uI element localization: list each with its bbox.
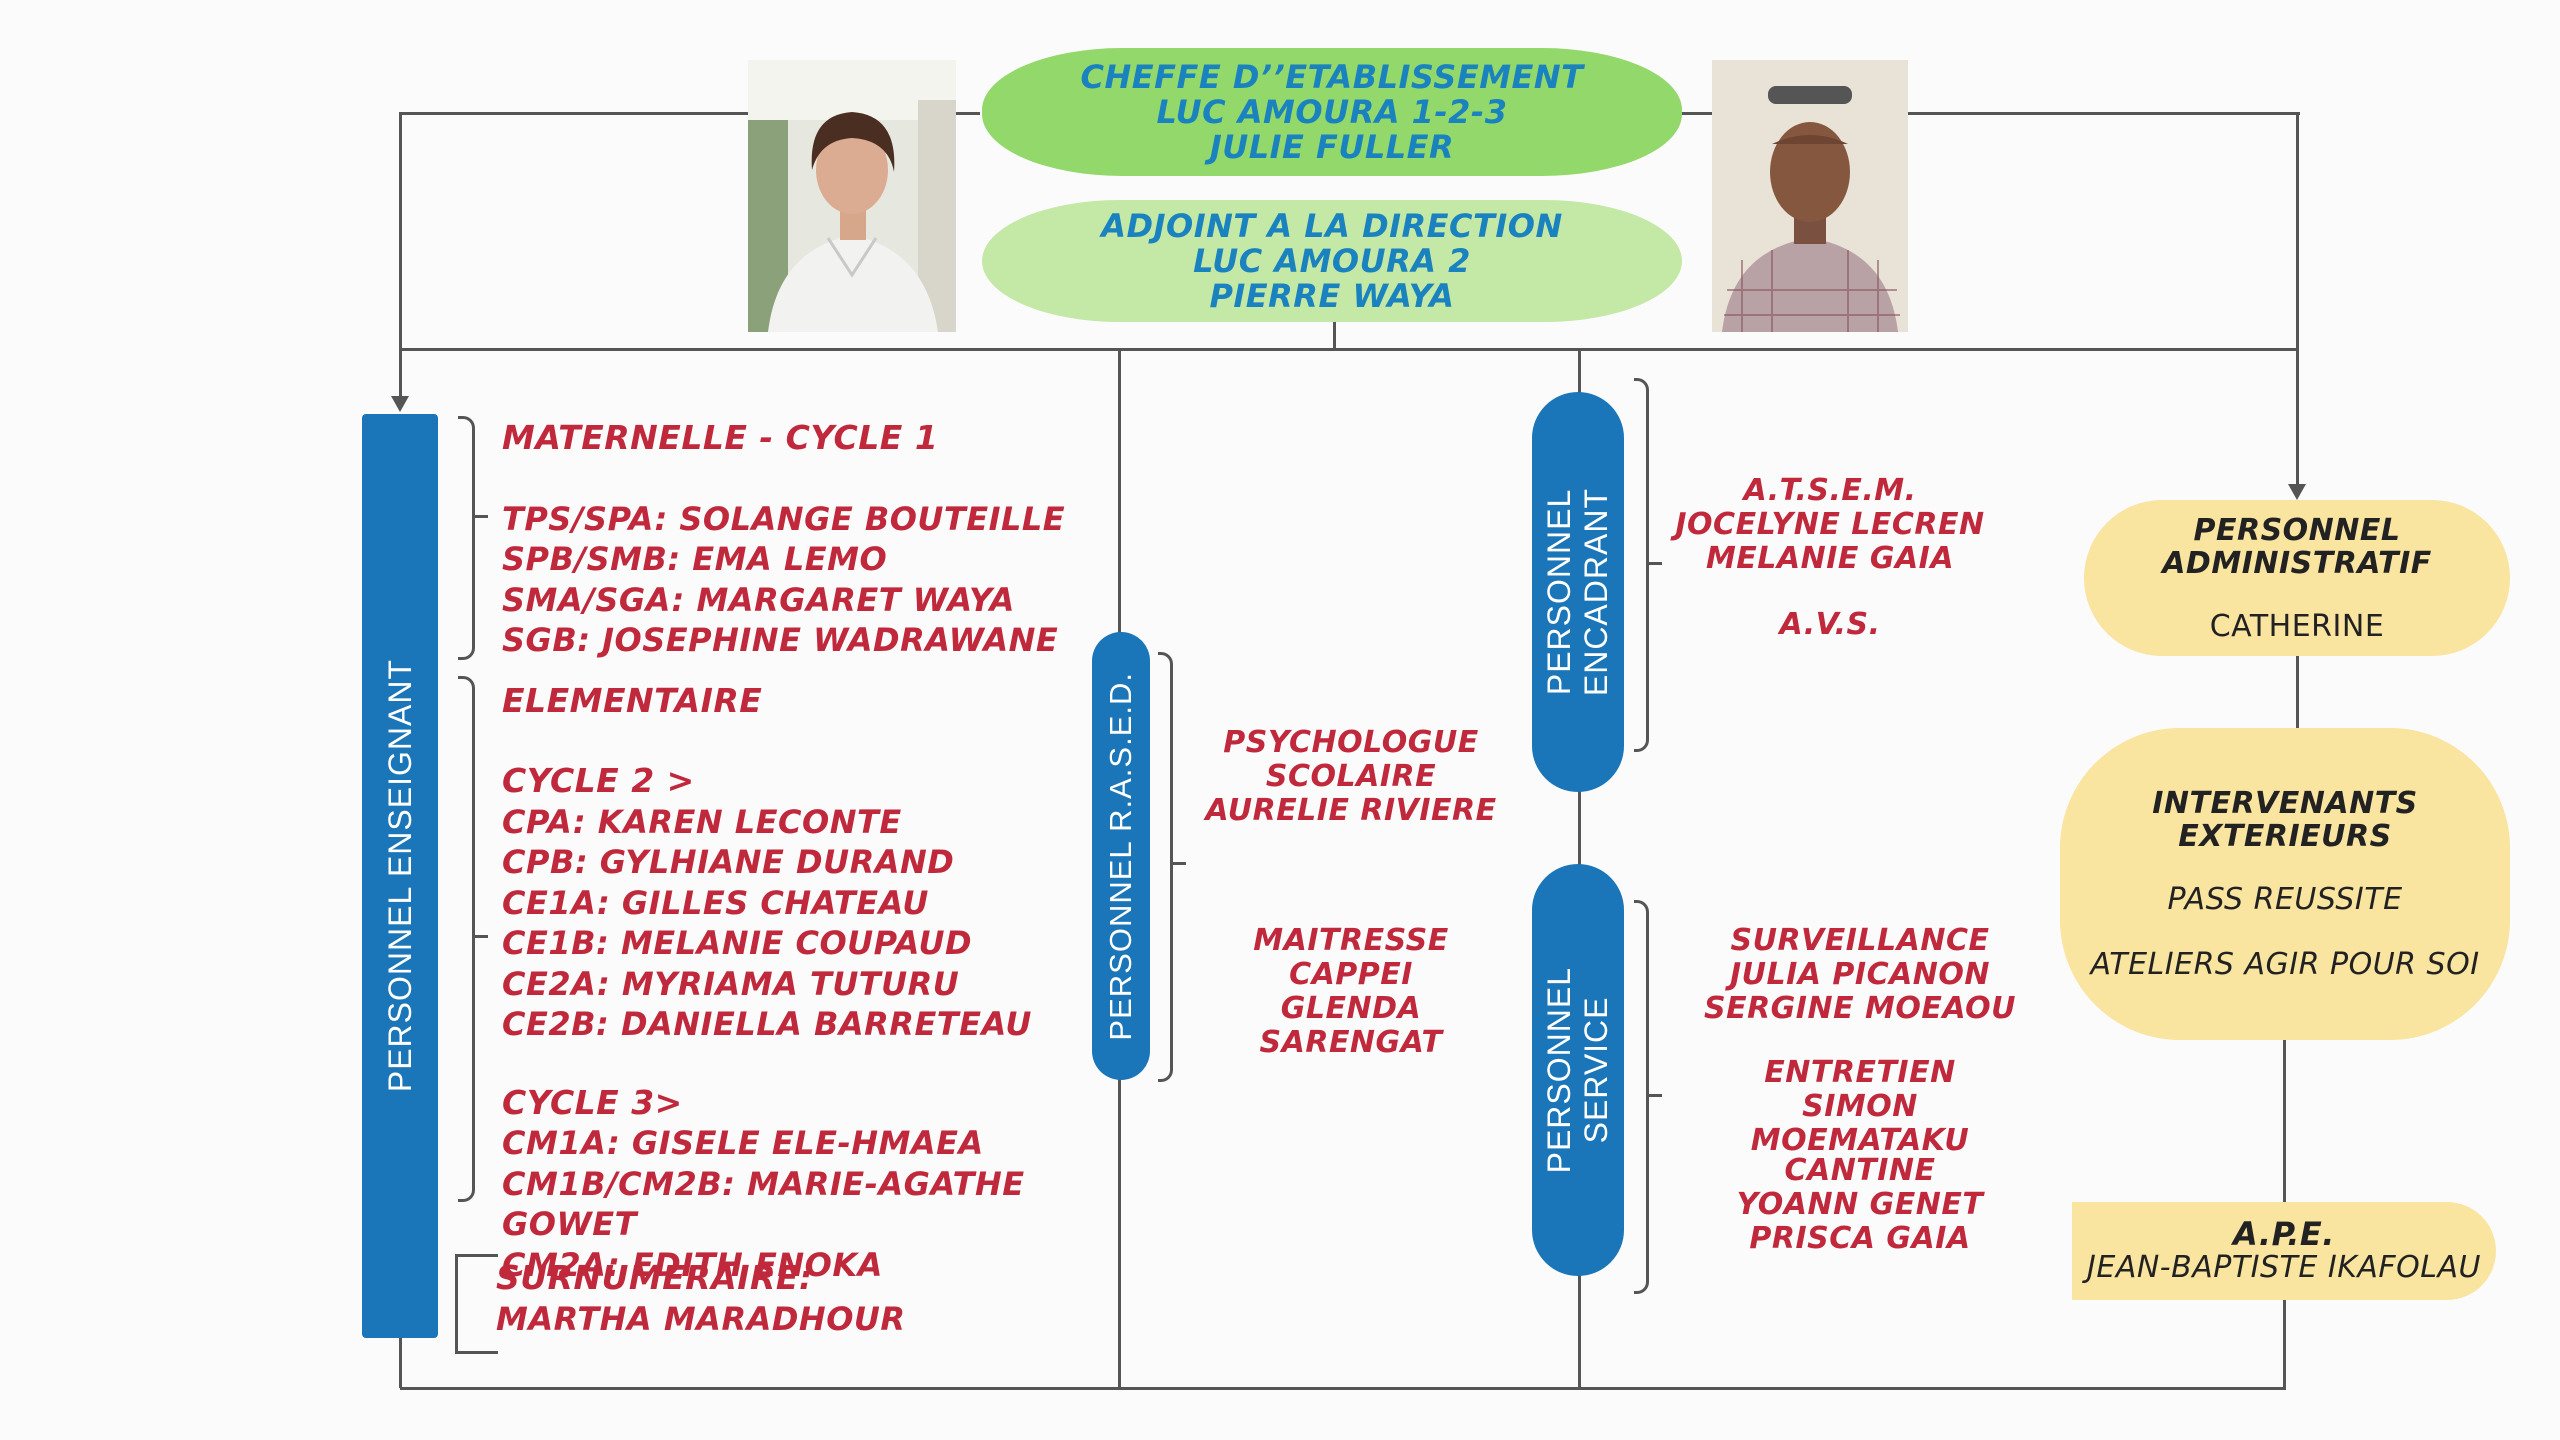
cappei-name: GLENDA SARENGAT [1259, 991, 1443, 1060]
cycle2-class-5: CE2A: MYRIAMA TUTURU [502, 964, 960, 1003]
teaching-staff-bar: PERSONNEL ENSEIGNANT [362, 414, 438, 1338]
entretien-name: SIMON MOEMATAKU [1750, 1089, 1970, 1158]
ape-name: JEAN-BAPTISTE IKAFOLAU [2087, 1250, 2481, 1285]
ape-title: A.P.E. [2233, 1215, 2335, 1253]
deputy-box: ADJOINT A LA DIRECTION LUC AMOURA 2 PIER… [982, 200, 1682, 322]
supervising-label-2: ENCADRANT [1578, 487, 1614, 697]
rased-cappei: MAITRESSE CAPPEI GLENDA SARENGAT [1186, 924, 1516, 1060]
external-title-2: EXTERIEURS [2178, 819, 2392, 854]
psy-title-2: SCOLAIRE [1265, 759, 1437, 794]
cycle2-class-3: CE1A: GILLES CHATEAU [502, 883, 929, 922]
cantine-block: CANTINE YOANN GENET PRISCA GAIA [1690, 1154, 2030, 1256]
psy-name: AURELIE RIVIERE [1205, 793, 1497, 828]
head-title: CHEFFE D’’ETABLISSEMENT [1080, 57, 1584, 96]
surnumeraire-title: SURNUMERAIRE: [496, 1258, 813, 1297]
photo-pierre-waya [1712, 60, 1908, 332]
atsem-title: A.T.S.E.M. [1743, 473, 1917, 508]
supervising-label-1: PERSONNEL [1541, 488, 1577, 696]
deputy-title: ADJOINT A LA DIRECTION [1101, 206, 1563, 245]
cantine-title: CANTINE [1784, 1153, 1936, 1188]
surveillance-name-2: SERGINE MOEAOU [1703, 991, 2017, 1026]
cycle2-class-6: CE2B: DANIELLA BARRETEAU [502, 1005, 1032, 1043]
cycle3-class-1: CM1A: GISELE ELE-HMAEA [502, 1124, 984, 1162]
supervising-staff-bar: PERSONNEL ENCADRANT [1532, 392, 1624, 792]
external-title-1: INTERVENANTS [2152, 786, 2418, 821]
admin-name: CATHERINE [2209, 608, 2385, 644]
cycle2-class-4: CE1B: MELANIE COUPAUD [502, 924, 973, 962]
atsem-block: A.T.S.E.M. JOCELYNE LECREN MELANIE GAIA [1670, 474, 1990, 576]
admin-title-1: PERSONNEL [2193, 512, 2401, 548]
head-school: LUC AMOURA 1-2-3 [1156, 92, 1508, 131]
cycle3-class-3: CM2A: EDITH ENOKA [502, 1245, 883, 1284]
admin-title-2: ADMINISTRATIF [2162, 545, 2432, 581]
woman-portrait-icon [748, 60, 956, 332]
cantine-name-2: PRISCA GAIA [1749, 1221, 1971, 1256]
entretien-block: ENTRETIEN SIMON MOEMATAKU [1690, 1056, 2030, 1158]
teaching-staff-label: PERSONNEL ENSEIGNANT [381, 659, 418, 1093]
cycle2-class-1: CPA: KAREN LECONTE [502, 802, 902, 841]
entretien-title: ENTRETIEN [1764, 1055, 1956, 1090]
deputy-name: PIERRE WAYA [1209, 276, 1455, 315]
maternelle-class-2: SPB/SMB: EMA LEMO [502, 540, 888, 578]
service-label-1: PERSONNEL [1541, 966, 1577, 1174]
teaching-staff-list: MATERNELLE - CYCLE 1 TPS/SPA: SOLANGE BO… [502, 418, 1102, 1285]
surveillance-name-1: JULIA PICANON [1729, 957, 1991, 992]
surveillance-block: SURVEILLANCE JULIA PICANON SERGINE MOEAO… [1690, 924, 2030, 1026]
admin-staff-box: PERSONNEL ADMINISTRATIF CATHERINE [2084, 500, 2510, 656]
surnumeraire-block: SURNUMERAIRE: MARTHA MARADHOUR [496, 1258, 1096, 1339]
surnumeraire-name: MARTHA MARADHOUR [496, 1299, 906, 1338]
avs-block: A.V.S. [1670, 608, 1990, 642]
deputy-school: LUC AMOURA 2 [1193, 241, 1471, 280]
rased-label: PERSONNEL R.A.S.E.D. [1103, 671, 1138, 1041]
maternelle-class-4: SGB: JOSEPHINE WADRAWANE [502, 621, 1059, 659]
maternelle-title: MATERNELLE - CYCLE 1 [502, 418, 939, 457]
surveillance-title: SURVEILLANCE [1730, 923, 1990, 958]
rased-psychologist: PSYCHOLOGUE SCOLAIRE AURELIE RIVIERE [1186, 726, 1516, 828]
atsem-name-2: MELANIE GAIA [1705, 541, 1955, 576]
service-staff-bar: PERSONNEL SERVICE [1532, 864, 1624, 1276]
service-label-2: SERVICE [1578, 996, 1614, 1144]
photo-julie-fuller [748, 60, 956, 332]
atsem-name-1: JOCELYNE LECREN [1675, 507, 1985, 542]
external-item-2: ATELIERS AGIR POUR SOI [2090, 947, 2480, 982]
maternelle-class-3: SMA/SGA: MARGARET WAYA [502, 580, 1015, 619]
elementaire-title: ELEMENTAIRE [502, 680, 763, 720]
head-of-school-box: CHEFFE D’’ETABLISSEMENT LUC AMOURA 1-2-3… [982, 48, 1682, 176]
rased-bar: PERSONNEL R.A.S.E.D. [1092, 632, 1150, 1080]
cycle2-title: CYCLE 2 > [502, 761, 695, 800]
cantine-name-1: YOANN GENET [1736, 1187, 1984, 1222]
external-item-1: PASS REUSSITE [2167, 882, 2403, 917]
avs-title: A.V.S. [1779, 607, 1881, 642]
cycle2-class-2: CPB: GYLHIANE DURAND [502, 843, 955, 881]
external-speakers-box: INTERVENANTS EXTERIEURS PASS REUSSITE AT… [2060, 728, 2510, 1040]
cycle3-class-2: CM1B/CM2B: MARIE-AGATHE GOWET [502, 1164, 1025, 1244]
ape-box: A.P.E. JEAN-BAPTISTE IKAFOLAU [2072, 1202, 2496, 1300]
cappei-title: MAITRESSE CAPPEI [1253, 923, 1449, 992]
maternelle-class-1: TPS/SPA: SOLANGE BOUTEILLE [502, 499, 1066, 538]
man-portrait-icon [1712, 60, 1908, 332]
head-name: JULIE FULLER [1209, 127, 1455, 166]
psy-title-1: PSYCHOLOGUE [1223, 725, 1479, 760]
cycle3-title: CYCLE 3> [502, 1082, 683, 1122]
